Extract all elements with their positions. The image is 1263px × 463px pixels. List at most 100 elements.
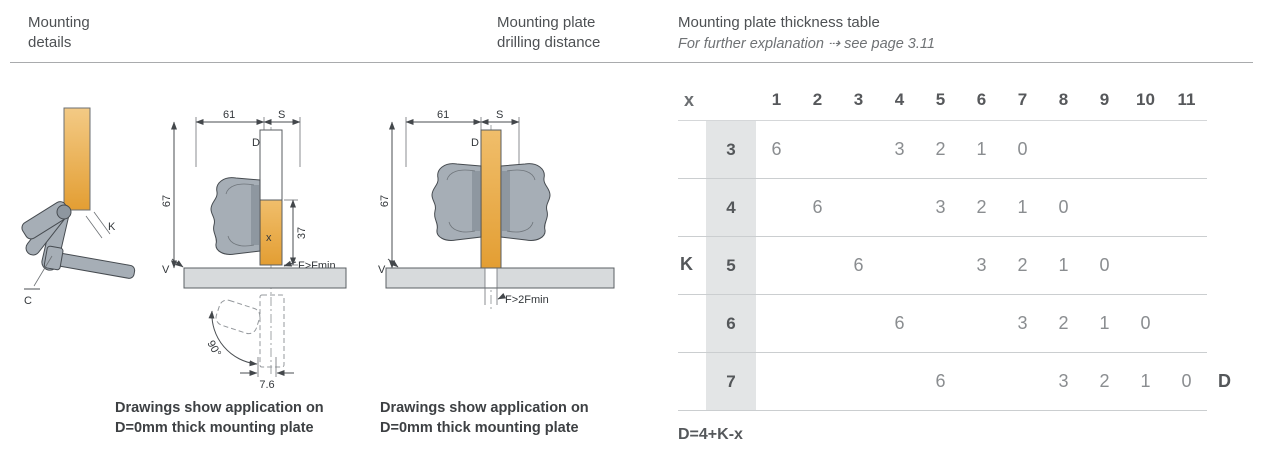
table-cell: 0	[1017, 139, 1028, 159]
table-cell: 1	[1099, 313, 1110, 333]
f-label: F>2Fmin	[505, 294, 549, 306]
table-cell: 6	[894, 313, 905, 333]
formula: D=4+K-x	[678, 426, 743, 443]
dim-D-label: D	[252, 137, 260, 149]
col-header-7: 7	[1017, 90, 1028, 109]
dim-K: K	[85, 211, 116, 239]
dim-7-6-label: 7.6	[259, 379, 274, 391]
table-cell: 1	[1058, 255, 1069, 275]
table-cell: 2	[976, 197, 987, 217]
x-axis-label: x	[684, 89, 695, 110]
caption-line-2: D=0mm thick mounting plate	[380, 420, 579, 436]
dim-S-label: S	[278, 109, 285, 121]
drawing-caption-2: Drawings show application on D=0mm thick…	[380, 398, 589, 438]
col-header-8: 8	[1058, 90, 1069, 109]
row-label-k5: 5	[706, 237, 756, 294]
col-header-9: 9	[1099, 90, 1110, 109]
header-divider	[10, 62, 1253, 63]
header-thickness-table: Mounting plate thickness table For furth…	[678, 13, 935, 54]
dim-37-label: 37	[296, 227, 308, 239]
dim-67-label: 67	[379, 195, 391, 207]
header-line-2: details	[28, 34, 72, 51]
dim-D-label: D	[471, 137, 479, 149]
dim-61: 61	[195, 109, 265, 125]
hinge-shape-left	[431, 163, 482, 241]
swing-outline: 90°	[204, 294, 285, 368]
dim-61-label: 61	[223, 109, 235, 121]
v-label: V	[378, 264, 386, 276]
header-drilling-distance: Mounting plate drilling distance	[497, 13, 600, 53]
table-title: Mounting plate thickness table	[678, 14, 880, 31]
caption-line-1: Drawings show application on	[380, 400, 589, 416]
header-line-1: Mounting	[28, 14, 90, 31]
hinge-shape	[210, 177, 261, 255]
row-label-k3: 3	[706, 121, 756, 178]
header-line-2: drilling distance	[497, 34, 601, 51]
table-cell: 3	[1017, 313, 1028, 333]
dim-67: 67	[379, 121, 395, 269]
table-cell: 2	[1017, 255, 1028, 275]
k-axis-label: K	[680, 254, 693, 274]
table-cell: 1	[1140, 371, 1151, 391]
table-cell: 0	[1181, 371, 1192, 391]
col-header-6: 6	[976, 90, 987, 109]
drawing-open-hinge: K C	[21, 107, 136, 307]
drawing-caption-1: Drawings show application on D=0mm thick…	[115, 398, 324, 438]
dim-61-label: 61	[437, 109, 449, 121]
mounting-plate	[480, 129, 502, 269]
dim-67: 67	[161, 121, 177, 269]
dim-S: S	[263, 109, 301, 125]
row-label-k6: 6	[706, 295, 756, 352]
table-cell: 0	[1140, 313, 1151, 333]
col-header-10: 10	[1136, 90, 1155, 109]
dim-7-6: 7.6	[240, 357, 294, 391]
table-cell: 6	[935, 371, 946, 391]
table-cell: 0	[1058, 197, 1069, 217]
table-cell: 3	[1058, 371, 1069, 391]
row-label-k4: 4	[706, 179, 756, 236]
drawing-drilling-distance: 61 S D 67	[378, 109, 615, 310]
door-edge	[259, 129, 283, 201]
caption-line-2: D=0mm thick mounting plate	[115, 420, 314, 436]
table-row-k6: 6 6 3 2 1 0	[678, 295, 1207, 353]
caption-line-1: Drawings show application on	[115, 400, 324, 416]
col-header-2: 2	[812, 90, 823, 109]
dim-S-label: S	[496, 109, 503, 121]
table-cell: 6	[853, 255, 864, 275]
row-label-k7: 7	[706, 353, 756, 410]
c-dim-label: C	[24, 295, 32, 307]
col-header-11: 11	[1177, 90, 1196, 109]
hinge-cabinet-arm	[43, 245, 136, 279]
dim-F: F>2Fmin	[497, 292, 549, 306]
hinge-shape-right	[500, 163, 551, 241]
dim-V: V	[378, 258, 399, 276]
door-panel	[63, 107, 91, 211]
col-header-4: 4	[894, 90, 905, 109]
table-row-k7: 7 6 3 2 1 0	[678, 353, 1207, 411]
table-cell: 3	[894, 139, 905, 159]
table-subtitle: For further explanation ⇢ see page 3.11	[678, 36, 935, 52]
table-cell: 2	[935, 139, 946, 159]
table-cell: 2	[1099, 371, 1110, 391]
header-mounting-details: Mounting details	[28, 13, 90, 53]
table-cell: 6	[812, 197, 823, 217]
table-cell: 1	[1017, 197, 1028, 217]
drill-slot	[484, 268, 498, 305]
table-cell: 1	[976, 139, 987, 159]
cabinet-panel	[183, 267, 347, 289]
dim-67-label: 67	[161, 195, 173, 207]
col-header-3: 3	[853, 90, 864, 109]
hinge-pivot	[56, 204, 72, 220]
dim-S: S	[480, 109, 520, 125]
x-dim-label: x	[266, 232, 272, 244]
cabinet-panel	[385, 267, 615, 289]
extension-lines	[405, 117, 520, 167]
table-cell: 2	[1058, 313, 1069, 333]
